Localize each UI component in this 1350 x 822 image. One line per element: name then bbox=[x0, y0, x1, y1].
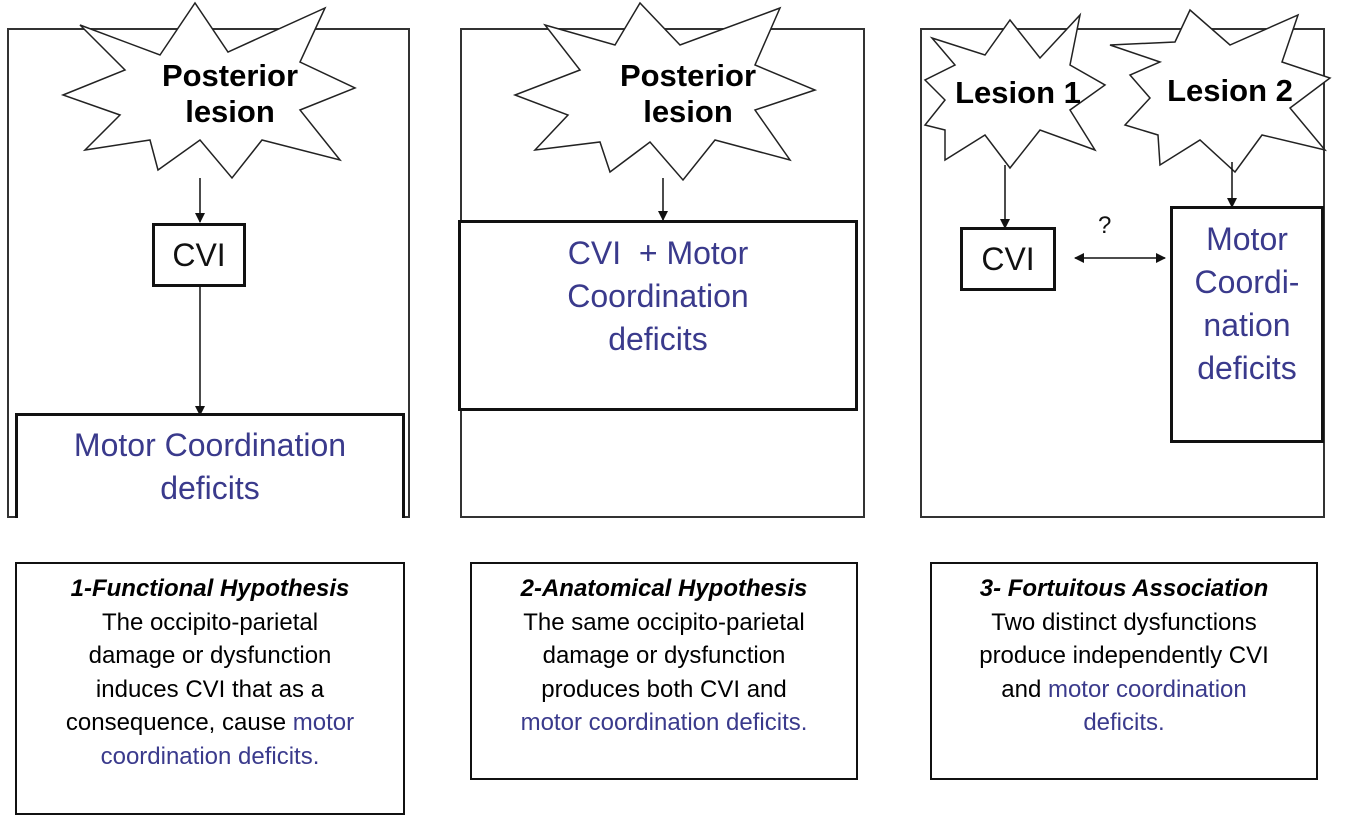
cvi-box-1: CVI bbox=[152, 223, 246, 287]
caption-highlight: motor coordination deficits. bbox=[520, 709, 808, 736]
combined-line-1: CVI + Motor bbox=[567, 235, 749, 271]
motor-coordination-box-1: Motor Coordination deficits bbox=[15, 413, 405, 518]
caption-anatomical-hypothesis: 2-Anatomical Hypothesis The same occipit… bbox=[470, 562, 858, 780]
motor-line-3: nation bbox=[1203, 307, 1291, 343]
caption-highlight: motor coordination deficits. bbox=[1047, 675, 1247, 737]
caption-text: Two distinct dysfunctions produce indepe… bbox=[979, 608, 1269, 703]
question-mark: ? bbox=[1098, 212, 1112, 239]
motor-line-2: Coordi- bbox=[1194, 264, 1300, 300]
posterior-lesion-burst-1 bbox=[60, 1, 357, 180]
cvi-motor-combined-box: CVI + Motor Coordination deficits bbox=[458, 220, 858, 411]
combined-line-2: Coordination bbox=[567, 278, 749, 314]
burst-line-2: lesion bbox=[185, 94, 275, 129]
caption-title: 3- Fortuitous Association bbox=[979, 575, 1269, 602]
caption-title: 1-Functional Hypothesis bbox=[70, 575, 350, 602]
motor-line-2: deficits bbox=[160, 470, 260, 506]
cvi-label: CVI bbox=[172, 236, 226, 273]
lesion-2-label: Lesion 2 bbox=[1167, 73, 1293, 108]
lesion-1-burst bbox=[923, 12, 1107, 170]
caption-functional-hypothesis: 1-Functional Hypothesis The occipito-par… bbox=[15, 562, 405, 815]
motor-line-4: deficits bbox=[1197, 350, 1297, 386]
motor-coordination-box-3: Motor Coordi- nation deficits bbox=[1170, 206, 1324, 443]
caption-title: 2-Anatomical Hypothesis bbox=[520, 575, 808, 602]
posterior-lesion-label-2: Posterior lesion bbox=[588, 58, 788, 130]
caption-text: The occipito-parietal damage or dysfunct… bbox=[65, 608, 332, 737]
combined-line-3: deficits bbox=[608, 321, 708, 357]
burst-line-1: Posterior bbox=[619, 58, 757, 93]
cvi-box-3: CVI bbox=[960, 227, 1056, 291]
motor-line-1: Motor bbox=[1206, 221, 1288, 257]
cvi-label: CVI bbox=[981, 240, 1035, 277]
lesion-2-burst bbox=[1109, 8, 1332, 174]
caption-fortuitous-association: 3- Fortuitous Association Two distinct d… bbox=[930, 562, 1318, 780]
caption-highlight: motor coordination deficits. bbox=[100, 709, 355, 770]
caption-text: The same occipito-parietal damage or dys… bbox=[523, 608, 805, 703]
burst-line-1: Posterior bbox=[161, 58, 299, 93]
posterior-lesion-label-1: Posterior lesion bbox=[130, 58, 330, 130]
burst-line-2: lesion bbox=[643, 94, 733, 129]
lesion-1-label: Lesion 1 bbox=[955, 75, 1081, 110]
motor-line-1: Motor Coordination bbox=[73, 427, 347, 463]
posterior-lesion-burst-2 bbox=[512, 1, 818, 182]
